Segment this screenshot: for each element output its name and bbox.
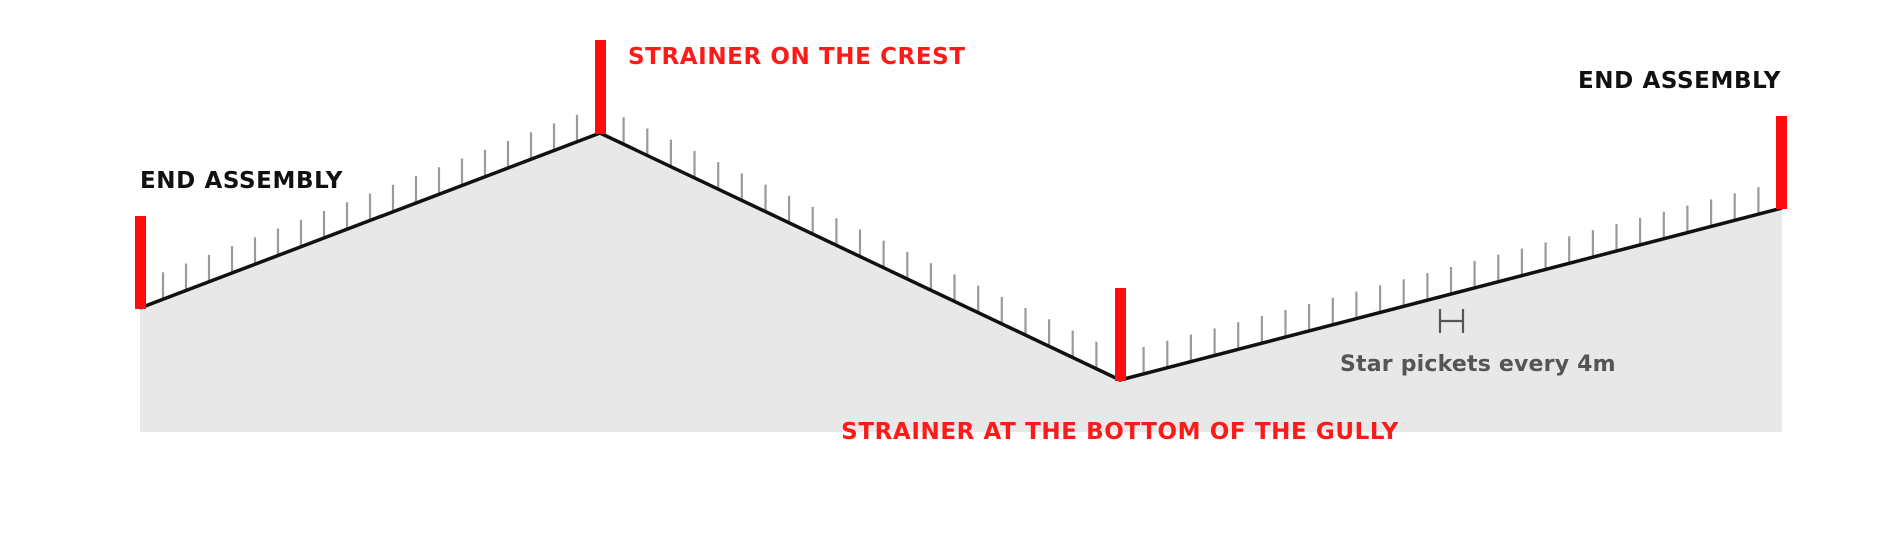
star-pickets bbox=[161, 114, 1760, 374]
strainer-post-gully bbox=[1115, 288, 1126, 381]
strainer-post-right bbox=[1776, 116, 1787, 209]
strainer-post-left bbox=[135, 216, 146, 309]
strainer-gully-label: STRAINER AT THE BOTTOM OF THE GULLY bbox=[841, 419, 1399, 445]
fence-line bbox=[139, 131, 1783, 382]
ground-area bbox=[140, 133, 1782, 432]
picket-spacing-label: Star pickets every 4m bbox=[1340, 352, 1616, 377]
strainer-post-crest bbox=[595, 40, 606, 134]
picket-spacing-marker bbox=[1438, 309, 1465, 333]
end-assembly-right-label: END ASSEMBLY bbox=[1578, 68, 1781, 94]
strainer-crest-label: STRAINER ON THE CREST bbox=[628, 44, 966, 70]
end-assembly-left-label: END ASSEMBLY bbox=[140, 168, 343, 194]
